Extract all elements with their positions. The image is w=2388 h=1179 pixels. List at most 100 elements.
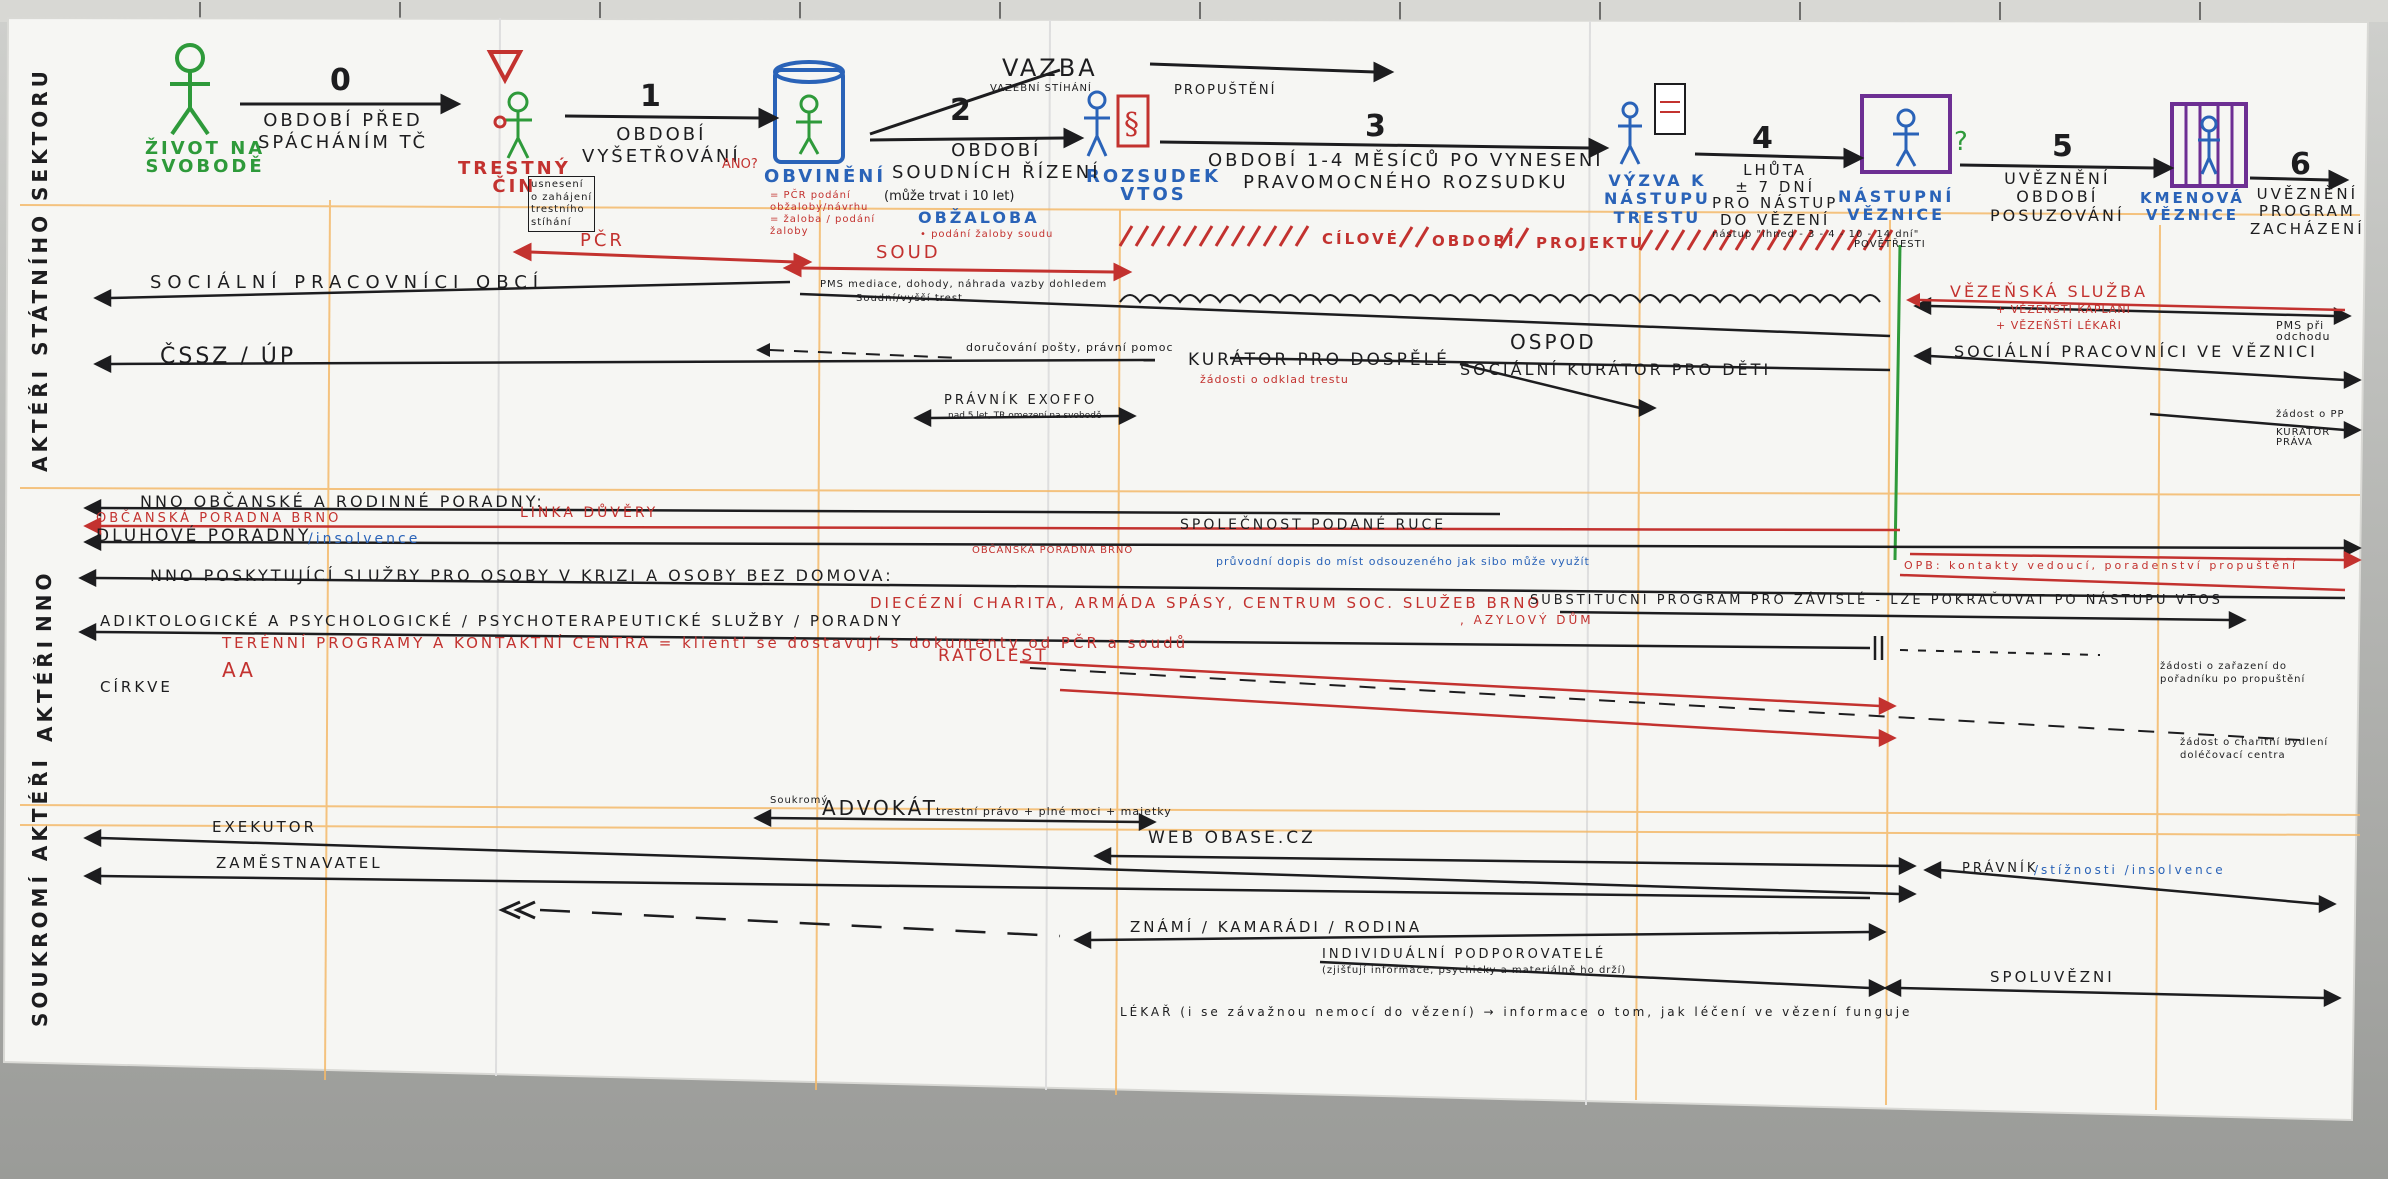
row-nno-crisis: NNO POSKYTUJÍCÍ SLUŽBY PRO OSOBY V KRIZI… xyxy=(150,566,894,585)
row-addiction-services: ADIKTOLOGICKÉ A PSYCHOLOGICKÉ / PSYCHOTE… xyxy=(100,612,904,630)
stage-number-0: 0 xyxy=(330,63,354,98)
crime-person-icon xyxy=(486,50,532,159)
milestone-home-prison: KMENOVÁ VĚZNICE xyxy=(2140,189,2245,225)
row-pms: PMS mediace, dohody, náhrada vazby dohle… xyxy=(820,279,1108,290)
row-insolvency: /insolvence xyxy=(308,531,421,547)
row-advocate-left: Soukromý xyxy=(770,795,829,806)
row-waitlist-request: žádosti o zařazení do pořadníku po propu… xyxy=(2160,661,2306,685)
row-trust-line: LINKA DŮVĚRY xyxy=(520,505,659,521)
row-pms-sub: Soudní/vyšší trest xyxy=(856,293,963,304)
stage-number-1: 1 xyxy=(640,79,664,114)
row-civic-brno: OBČANSKÁ PORADNA BRNO xyxy=(96,511,342,526)
row-shelter: , AZYLOVÝ DŮM xyxy=(1460,613,1594,627)
stage-label-0: OBDOBÍ PŘED SPÁCHÁNÍM TČ xyxy=(258,110,429,153)
label-obdobi: OBDOBÍ xyxy=(1432,232,1517,250)
milestone-verdict: ROZSUDEK VTOS xyxy=(1086,166,1221,205)
row-exoffo-lawyer: PRÁVNÍK EXOFFO xyxy=(944,393,1098,408)
row-social-workers-municipality: SOCIÁLNÍ PRACOVNÍCI OBCÍ xyxy=(150,272,545,293)
row-prison-chaplains: + VĚZEŇŠTÍ KAPLANI xyxy=(1996,303,2131,316)
summons-icon xyxy=(1618,83,1686,165)
label-obzaloba-sub: • podání žaloby soudu xyxy=(920,229,1054,240)
stage-number-3: 3 xyxy=(1365,109,1389,144)
row-adult-curator: KURÁTOR PRO DOSPĚLÉ xyxy=(1188,350,1450,370)
row-cover-letter: průvodní dopis do míst odsouzeného jak s… xyxy=(1216,555,1590,568)
row-field-programs: TERÉNNÍ PROGRAMY A KONTAKTNÍ CENTRA = kl… xyxy=(222,634,1189,652)
stage-label-1: OBDOBÍ VYŠETŘOVÁNÍ xyxy=(582,124,741,167)
row-curator-note: žádosti o odklad trestu xyxy=(1200,373,1349,386)
row-cssz-up: ČSSZ / ÚP xyxy=(160,344,297,369)
row-advocate: ADVOKÁT xyxy=(822,796,938,820)
milestone-entry-prison: NÁSTUPNÍ VĚZNICE xyxy=(1838,187,1955,225)
row-obase-web: WEB OBASE.CZ xyxy=(1148,828,1316,848)
row-friends-family: ZNÁMÍ / KAMARÁDI / RODINA xyxy=(1130,918,1423,936)
row-spolecnost-podane-ruce: SPOLEČNOST PODANÉ RUCE xyxy=(1180,517,1447,533)
stage-label-4: LHŮTA ± 7 DNÍ PRO NÁSTUP DO VĚZENÍ xyxy=(1712,161,1839,229)
stage-label-6: UVĚZNĚNÍ PROGRAM ZACHÁZENÍ xyxy=(2250,185,2365,238)
svg-text:?: ? xyxy=(1954,127,1968,157)
label-cilove: CÍLOVÉ xyxy=(1322,230,1400,248)
section-private-actors: SOUKROMÍ AKTÉŘI xyxy=(28,756,52,1027)
row-nno-civic: NNO OBČANSKÉ A RODINNÉ PORADNY: xyxy=(140,492,545,511)
verdict-icon: § xyxy=(1084,90,1150,157)
section-state-actors: AKTÉŘI STÁTNÍHO SEKTORU xyxy=(28,67,52,472)
label-obvineni-notes: = PČR podání obžaloby/návrhu = žaloba / … xyxy=(770,190,876,237)
label-pcr: PČR xyxy=(580,230,625,251)
row-doctor: LÉKAŘ (i se závažnou nemocí do vězení) →… xyxy=(1120,1005,1913,1019)
row-bailiff: EXEKUTOR xyxy=(212,818,318,836)
stage-number-4: 4 xyxy=(1752,121,1776,156)
row-opb: OPB: kontakty vedoucí, poradenství propu… xyxy=(1904,559,2299,572)
label-usneseni: usnesení o zahájení trestního stíhání xyxy=(528,176,596,232)
milestone-free-life: ŽIVOT NA SVOBODĚ xyxy=(145,138,266,177)
label-povetresti: POVĚTŘESTI xyxy=(1854,239,1926,250)
label-vazba: VAZBA xyxy=(1002,54,1098,82)
row-child-curator: SOCIÁLNÍ KURÁTOR PRO DĚTI xyxy=(1460,360,1772,379)
label-ano: ANO? xyxy=(722,157,758,172)
stage-number-2: 2 xyxy=(950,93,974,128)
row-prison-service: VĚZEŇSKÁ SLUŽBA xyxy=(1950,282,2149,301)
row-prison-social-workers: SOCIÁLNÍ PRACOVNÍCI VE VĚZNICI xyxy=(1954,342,2318,361)
row-parole-request: žádost o PP xyxy=(2276,409,2345,420)
stage-label-3: OBDOBÍ 1-4 MĚSÍCŮ PO VYNESENÍ PRAVOMOCNÉ… xyxy=(1208,150,1604,193)
milestone-accusation: OBVINĚNÍ xyxy=(764,166,887,187)
row-lawyer: PRÁVNÍK xyxy=(1962,861,2039,876)
label-soud: SOUD xyxy=(876,242,941,263)
label-obzaloba: OBŽALOBA xyxy=(918,208,1040,227)
milestone-summons: VÝZVA K NÁSTUPU TRESTU xyxy=(1604,171,1711,227)
stage-label-2: OBDOBÍ SOUDNÍCH ŘÍZENÍ xyxy=(892,140,1101,183)
row-curator-rights: KURÁTOR PRÁVA xyxy=(2276,427,2331,448)
row-advocate-right: trestní právo + plné moci + majetky xyxy=(936,805,1172,818)
row-employer: ZAMĚSTNAVATEL xyxy=(216,854,383,872)
row-legal-aid: doručování pošty, právní pomoc xyxy=(966,341,1174,354)
stage-number-6: 6 xyxy=(2290,147,2314,182)
row-prison-doctors: + VĚZEŇŠTÍ LÉKAŘI xyxy=(1996,319,2122,332)
label-nastup-note: nástup "ihned - 3 - 4 - 10 - 14 dní" xyxy=(1712,229,1920,240)
row-debt-counselling: DLUHOVÉ PORADNY xyxy=(96,526,312,546)
row-civic-brno-2: OBČANSKÁ PORADNA BRNO xyxy=(972,545,1134,556)
row-lawyer-complaints: /stížnosti /insolvence xyxy=(2034,863,2226,877)
row-diocesan-charity: DIECÉZNÍ CHARITA, ARMÁDA SPÁSY, CENTRUM … xyxy=(870,594,1543,612)
row-pms-release: PMS při odchodu xyxy=(2276,319,2331,343)
row-ratolest: RATOLEST xyxy=(938,646,1049,666)
row-charity-housing: žádost o charitní bydlení doléčovací cen… xyxy=(2180,737,2329,761)
row-churches: CÍRKVE xyxy=(100,678,173,696)
stage-label-5: UVĚZNĚNÍ OBDOBÍ POSUZOVÁNÍ xyxy=(1990,169,2125,225)
section-nno: NNO xyxy=(32,569,56,632)
row-individual-supporters-sub: (zjišťují informace, psychicky a materiá… xyxy=(1322,965,1627,976)
row-individual-supporters: INDIVIDUÁLNÍ PODPOROVATELÉ xyxy=(1322,947,1607,962)
row-fellow-prisoners: SPOLUVĚZNI xyxy=(1990,968,2115,986)
label-projektu: PROJEKTU xyxy=(1536,234,1646,252)
label-propusteni: PROPUŠTĚNÍ xyxy=(1174,83,1277,98)
free-person-icon xyxy=(170,43,210,136)
label-vazba-sub: VAZEBNÍ STÍHÁNÍ xyxy=(990,83,1092,94)
stage-number-5: 5 xyxy=(2052,129,2076,164)
row-aa: AA xyxy=(222,658,256,682)
entry-prison-icon: ? xyxy=(1860,94,1968,174)
svg-text:§: § xyxy=(1124,107,1139,142)
row-substitution: SUBSTITUČNÍ PROGRAM PRO ZÁVISLÉ - LZE PO… xyxy=(1530,593,2223,608)
label-soud-duration: (může trvat i 10 let) xyxy=(884,189,1015,204)
section-churches-side: AKTÉŘI xyxy=(33,636,57,742)
row-ospod: OSPOD xyxy=(1510,330,1597,354)
row-exoffo-sub: nad 5 let, TR omezení na svobodě xyxy=(948,411,1102,421)
home-prison-icon xyxy=(2170,102,2248,188)
